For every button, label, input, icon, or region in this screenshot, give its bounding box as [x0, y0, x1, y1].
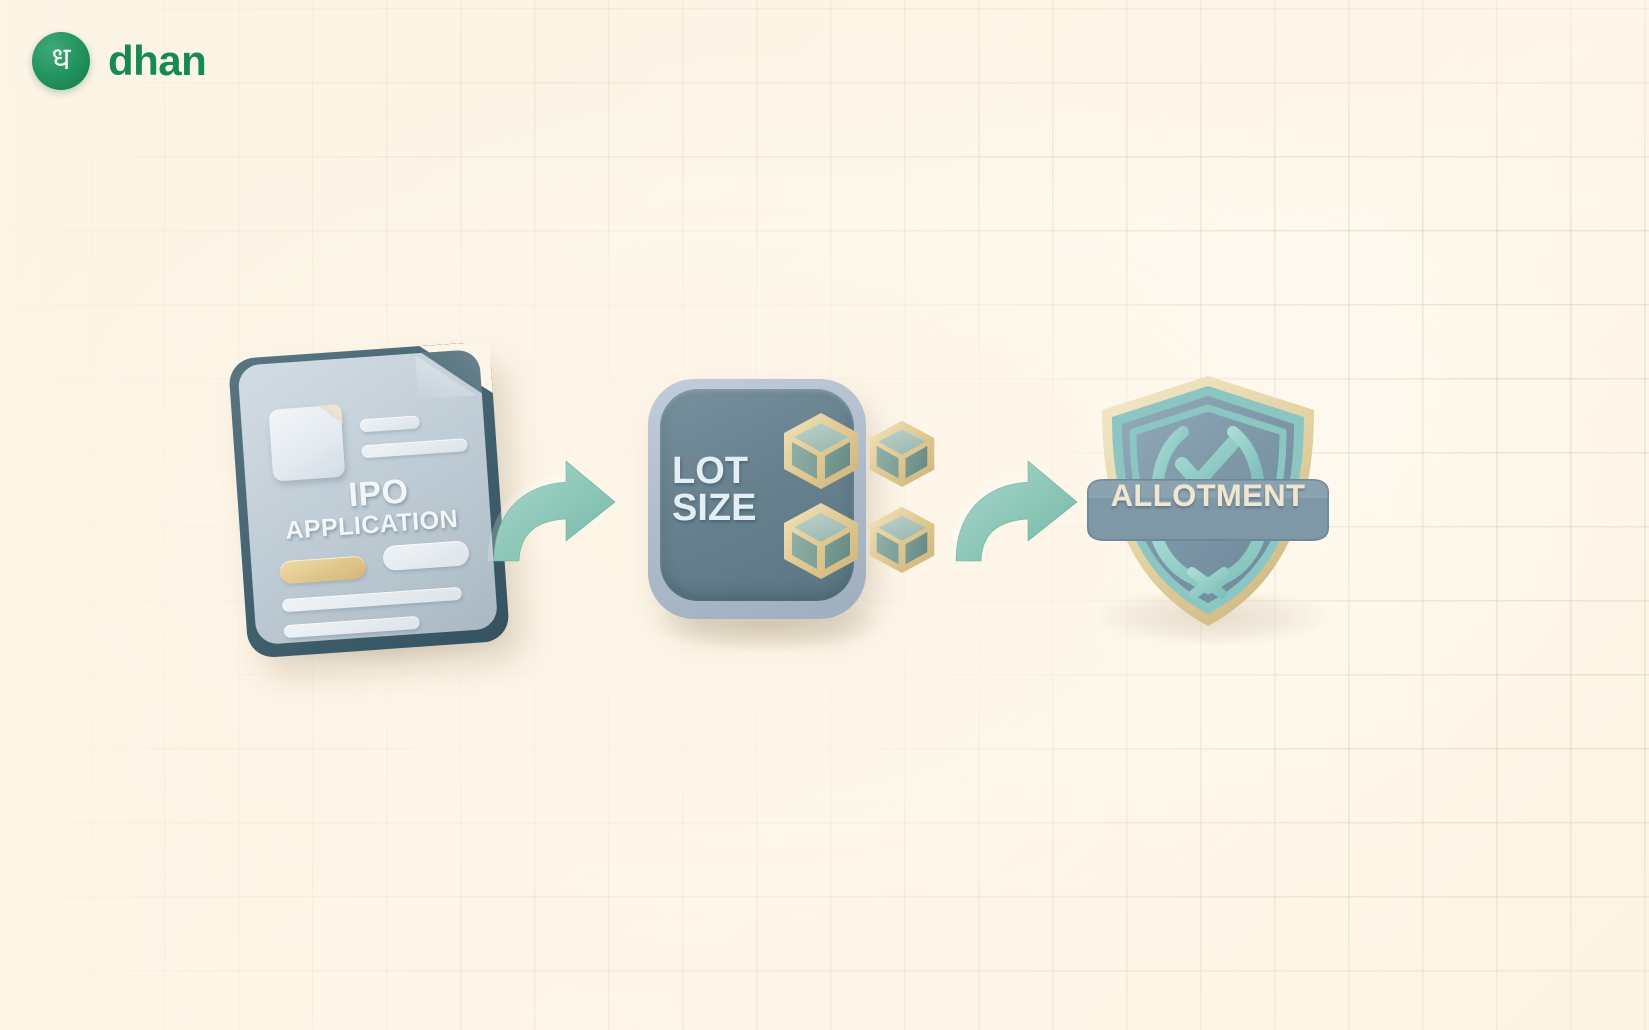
- document-face: IPO APPLICATION: [237, 348, 499, 646]
- ipo-application-document[interactable]: IPO APPLICATION: [227, 341, 511, 659]
- brand-wordmark: dhan: [108, 37, 207, 84]
- document-photo-card-icon: [268, 404, 346, 482]
- document-button-pill: [382, 540, 470, 572]
- document-text-line: [281, 586, 463, 613]
- document-highlight-pill: [279, 555, 367, 585]
- lot-cube-icon-1: [782, 411, 860, 489]
- document-text-line: [361, 438, 468, 459]
- brand-logo[interactable]: ध dhan: [32, 32, 207, 90]
- lot-cube-icon-2: [782, 501, 860, 579]
- lot-cube-icon-3: [868, 419, 936, 487]
- document-text-line: [359, 415, 421, 433]
- allotment-badge[interactable]: ALLOTMENT: [1082, 370, 1334, 632]
- lot-cube-icon-4: [868, 505, 936, 573]
- dhan-devanagari-logo-mark: ध: [32, 32, 90, 90]
- lot-size-label-line2: SIZE: [672, 486, 757, 529]
- lot-size-label-line1: LOT: [672, 450, 748, 492]
- curved-arrow-right-icon-2: [950, 455, 1082, 565]
- document-fold-corner-icon: [415, 351, 476, 399]
- curved-arrow-right-icon-1: [488, 455, 620, 565]
- document-text-line: [283, 615, 421, 639]
